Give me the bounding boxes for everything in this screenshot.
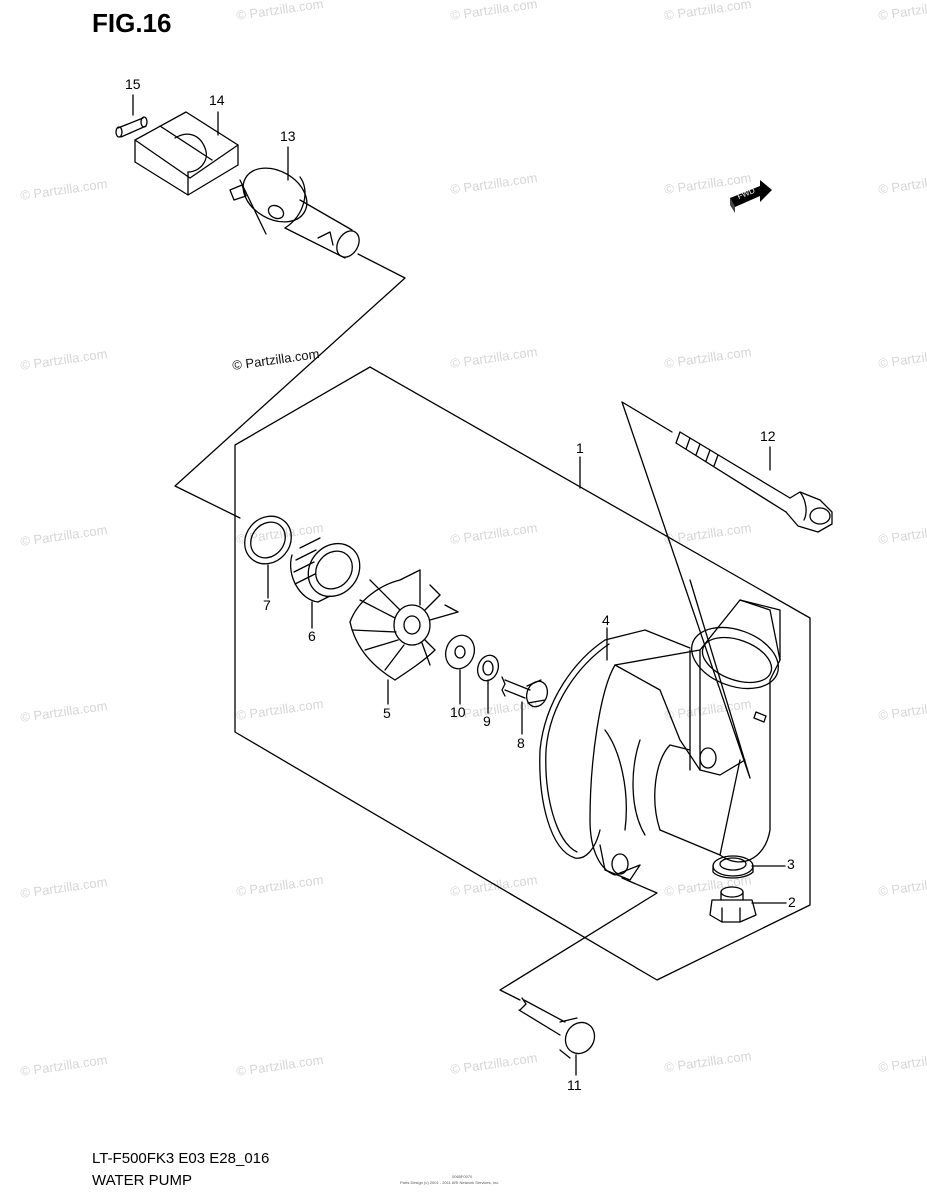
callout-6: 6 <box>308 628 316 644</box>
drain-gasket-3 <box>712 855 754 879</box>
pin-15 <box>115 116 148 138</box>
callout-8: 8 <box>517 735 525 751</box>
drain-plug-2 <box>709 886 757 923</box>
callout-10: 10 <box>450 704 466 720</box>
gasket-4 <box>539 629 691 859</box>
shaft-leader <box>174 253 406 519</box>
callout-13: 13 <box>280 128 296 144</box>
callout-7: 7 <box>263 597 271 613</box>
assembly-outline <box>234 366 811 981</box>
impeller-5 <box>349 569 459 681</box>
callout-11: 11 <box>567 1077 582 1093</box>
callout-4: 4 <box>602 612 610 628</box>
washer-9 <box>476 654 500 682</box>
o-ring-7 <box>244 515 292 565</box>
coupling-14 <box>134 111 239 196</box>
callout-14: 14 <box>209 92 225 108</box>
figure-title: FIG.16 <box>92 8 172 38</box>
callout-3: 3 <box>787 856 795 872</box>
bolt-8 <box>501 676 549 708</box>
bolt-12-leader <box>621 401 751 779</box>
bolt-12 <box>675 431 833 533</box>
callout-9: 9 <box>483 713 491 729</box>
callout-15: 15 <box>125 76 141 92</box>
credit-line-2: Parts Design (c) 2001 - 2011 ARI Network… <box>400 1180 500 1185</box>
part-group-name: WATER PUMP <box>92 1172 192 1189</box>
washer-10 <box>444 634 476 670</box>
shaft-13 <box>229 167 360 259</box>
callout-1: 1 <box>576 440 584 456</box>
forward-arrow-icon <box>730 180 772 213</box>
model-code: LT-F500FK3 E03 E28_016 <box>92 1150 270 1167</box>
mechanical-seal-6 <box>290 537 361 603</box>
credit-line-1: 0065F0070 <box>452 1174 473 1179</box>
callout-5: 5 <box>383 705 391 721</box>
pump-cover <box>589 599 781 881</box>
callout-12: 12 <box>760 428 776 444</box>
callout-2: 2 <box>788 894 796 910</box>
bolt-11-leader <box>499 877 658 1001</box>
bolt-11 <box>518 997 596 1059</box>
